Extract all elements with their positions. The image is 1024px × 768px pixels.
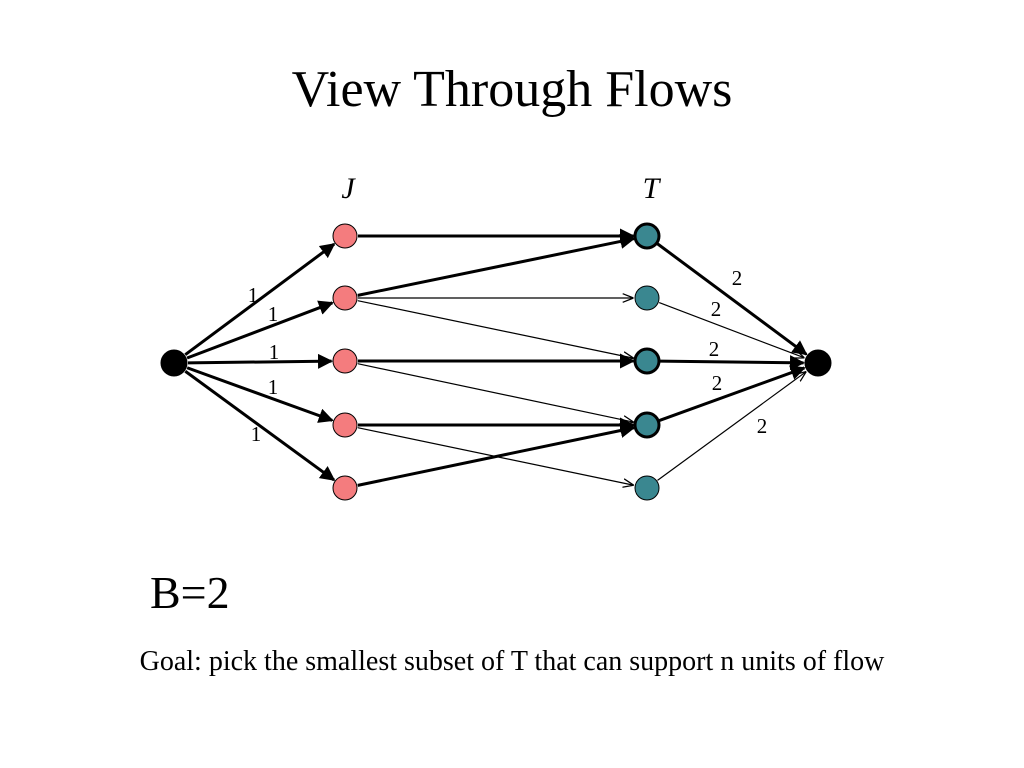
edge-j2-t3 xyxy=(357,300,634,359)
node-j5 xyxy=(332,475,358,501)
node-t2 xyxy=(634,285,660,311)
edge-j3-t4 xyxy=(357,363,634,423)
edge-j5-t4 xyxy=(357,423,636,487)
sink-node xyxy=(804,349,832,377)
edge-t1-k xyxy=(656,242,808,356)
budget-label: B=2 xyxy=(150,567,230,618)
sink-edge-label: 2 xyxy=(711,297,722,321)
source-edge-label: 1 xyxy=(268,302,279,326)
node-t5 xyxy=(634,475,660,501)
edge-t5-k xyxy=(657,372,806,481)
edge-t3-k xyxy=(659,355,806,371)
sink-edge-label: 2 xyxy=(732,266,743,290)
column-label-t: T xyxy=(643,172,662,205)
edge-s-j1 xyxy=(184,242,336,356)
source-edge-label: 1 xyxy=(268,375,279,399)
node-j4 xyxy=(332,412,358,438)
edge-s-j2 xyxy=(186,300,334,360)
sink-edge-label: 2 xyxy=(757,414,768,438)
edge-s-j5 xyxy=(184,370,336,482)
node-t4 xyxy=(633,411,661,439)
edges-layer xyxy=(184,228,808,487)
node-j3 xyxy=(332,348,358,374)
node-j2 xyxy=(332,285,358,311)
column-label-j: J xyxy=(341,172,356,205)
sink-edge-label: 2 xyxy=(709,337,720,361)
edge-s-j4 xyxy=(186,366,334,423)
edge-j2-t1 xyxy=(357,234,636,297)
sink-edge-label: 2 xyxy=(712,371,723,395)
source-edge-label: 1 xyxy=(251,422,262,446)
source-edge-label: 1 xyxy=(248,283,259,307)
goal-statement: Goal: pick the smallest subset of T that… xyxy=(139,646,885,677)
node-j1 xyxy=(332,223,358,249)
node-t1 xyxy=(633,222,661,250)
nodes-layer xyxy=(160,222,832,501)
edge-t2-k xyxy=(658,302,804,358)
edge-s-j3 xyxy=(187,353,334,369)
edge-t4-k xyxy=(658,365,806,422)
node-t3 xyxy=(633,347,661,375)
source-edge-label: 1 xyxy=(269,340,280,364)
source-node xyxy=(160,349,188,377)
slide-title: View Through Flows xyxy=(291,61,733,118)
